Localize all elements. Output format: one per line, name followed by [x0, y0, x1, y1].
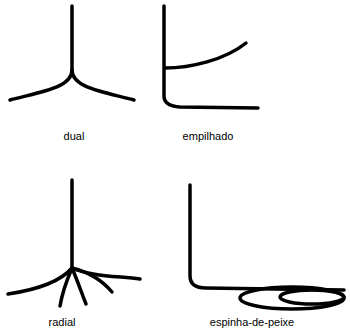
herringbone-loop	[280, 290, 344, 304]
root-type-label: dual	[64, 130, 85, 143]
radial-root	[72, 268, 112, 292]
root-type-label: radial	[49, 316, 76, 329]
herringbone-root	[190, 185, 344, 290]
dual-root	[10, 6, 72, 100]
dual-root	[72, 70, 134, 100]
radial-root	[70, 180, 74, 270]
stacked-root	[165, 43, 246, 68]
root-type-label: empilhado	[183, 130, 234, 143]
radial-root	[60, 268, 72, 306]
root-type-label: espinha-de-peixe	[210, 316, 294, 329]
herringbone-loop	[240, 287, 344, 309]
stacked-root	[164, 6, 258, 108]
